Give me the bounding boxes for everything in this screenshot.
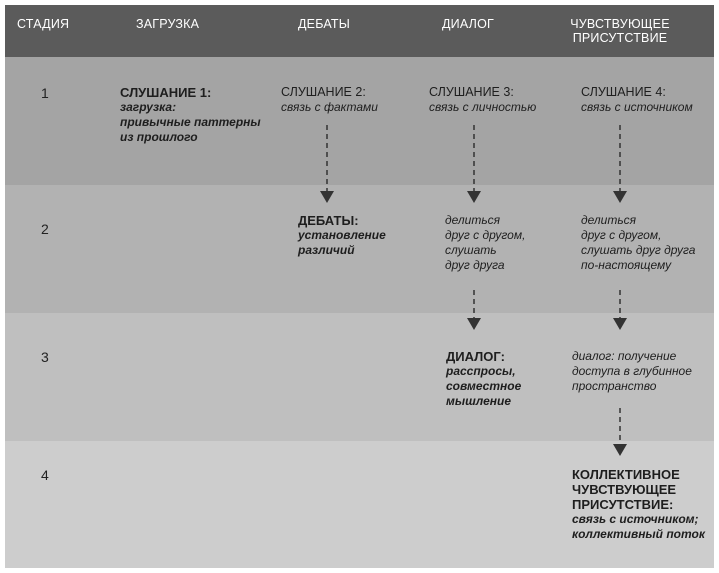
dialog-sub-2: совместное [446,379,522,393]
listening-2-sub: связь с фактами [281,100,378,114]
stages-table: СТАДИЯ ЗАГРУЗКА ДЕБАТЫ ДИАЛОГ ЧУВСТВУЮЩЕ… [5,5,714,568]
header-dialog: ДИАЛОГ [442,17,494,31]
debates-title: ДЕБАТЫ: [298,213,359,228]
header-debates: ДЕБАТЫ [298,17,350,31]
listening-1-sub-1: загрузка: [120,100,177,114]
listening-4-cell: СЛУШАНИЕ 4: связь с источником [581,85,693,115]
stage-number-2: 2 [41,221,49,237]
listening-4-sub: связь с источником [581,100,693,114]
header-presence: ЧУВСТВУЮЩЕЕ ПРИСУТСТВИЕ [565,17,675,45]
header-presence-line1: ЧУВСТВУЮЩЕЕ [570,17,670,31]
collective-presence-cell: КОЛЛЕКТИВНОЕ ЧУВСТВУЮЩЕЕ ПРИСУТСТВИЕ: св… [572,467,705,542]
listening-2-cell: СЛУШАНИЕ 2: связь с фактами [281,85,378,115]
header-presence-line2: ПРИСУТСТВИЕ [572,31,668,45]
listening-1-sub-3: из прошлого [120,130,198,144]
dialog-sharing-cell: делиться друг с другом, слушать друг дру… [445,213,525,273]
dialog-sharing-line-3: слушать [445,243,497,257]
debates-sub-1: установление [298,228,386,242]
collective-presence-title-1: КОЛЛЕКТИВНОЕ [572,467,680,482]
collective-presence-title-3: ПРИСУТСТВИЕ: [572,497,674,512]
stage-row-3: 3 ДИАЛОГ: расспросы, совместное мышление… [5,313,714,441]
listening-3-title: СЛУШАНИЕ 3: [429,85,514,99]
presence-dialog-line-2: доступа в глубинное [572,364,692,378]
listening-1-title: СЛУШАНИЕ 1: [120,85,212,100]
listening-3-sub: связь с личностью [429,100,537,114]
stage-row-2: 2 ДЕБАТЫ: установление различий делиться… [5,185,714,313]
dialog-sub-3: мышление [446,394,512,408]
presence-dialog-cell: диалог: получение доступа в глубинное пр… [572,349,692,394]
collective-presence-sub-2: коллективный поток [572,527,705,541]
header-download: ЗАГРУЗКА [136,17,200,31]
presence-dialog-line-1: диалог: получение [572,349,677,363]
stage-number-1: 1 [41,85,49,101]
stage-row-1: 1 СЛУШАНИЕ 1: загрузка: привычные паттер… [5,57,714,185]
listening-2-title: СЛУШАНИЕ 2: [281,85,366,99]
listening-3-cell: СЛУШАНИЕ 3: связь с личностью [429,85,536,115]
stage-number-3: 3 [41,349,49,365]
debates-cell: ДЕБАТЫ: установление различий [298,213,386,258]
dialog-sharing-line-1: делиться [445,213,501,227]
dialog-sub-1: расспросы, [446,364,516,378]
presence-sharing-line-2: друг с другом, [581,228,662,242]
header-stage: СТАДИЯ [17,17,70,31]
stage-number-4: 4 [41,467,49,483]
stage-row-4: 4 КОЛЛЕКТИВНОЕ ЧУВСТВУЮЩЕЕ ПРИСУТСТВИЕ: … [5,441,714,568]
dialog-title: ДИАЛОГ: [446,349,505,364]
presence-dialog-line-3: пространство [572,379,657,393]
listening-1-sub-2: привычные паттерны [120,115,261,129]
debates-sub-2: различий [298,243,355,257]
presence-sharing-cell: делиться друг с другом, слушать друг дру… [581,213,695,273]
presence-sharing-line-1: делиться [581,213,637,227]
collective-presence-title-2: ЧУВСТВУЮЩЕЕ [572,482,677,497]
table-header: СТАДИЯ ЗАГРУЗКА ДЕБАТЫ ДИАЛОГ ЧУВСТВУЮЩЕ… [5,5,714,57]
presence-sharing-line-4: по-настоящему [581,258,672,272]
presence-sharing-line-3: слушать друг друга [581,243,696,257]
dialog-sharing-line-4: друг друга [445,258,505,272]
dialog-sharing-line-2: друг с другом, [445,228,526,242]
listening-4-title: СЛУШАНИЕ 4: [581,85,666,99]
dialog-cell: ДИАЛОГ: расспросы, совместное мышление [446,349,521,409]
collective-presence-sub-1: связь с источником; [572,512,699,526]
listening-1-cell: СЛУШАНИЕ 1: загрузка: привычные паттерны… [120,85,261,145]
